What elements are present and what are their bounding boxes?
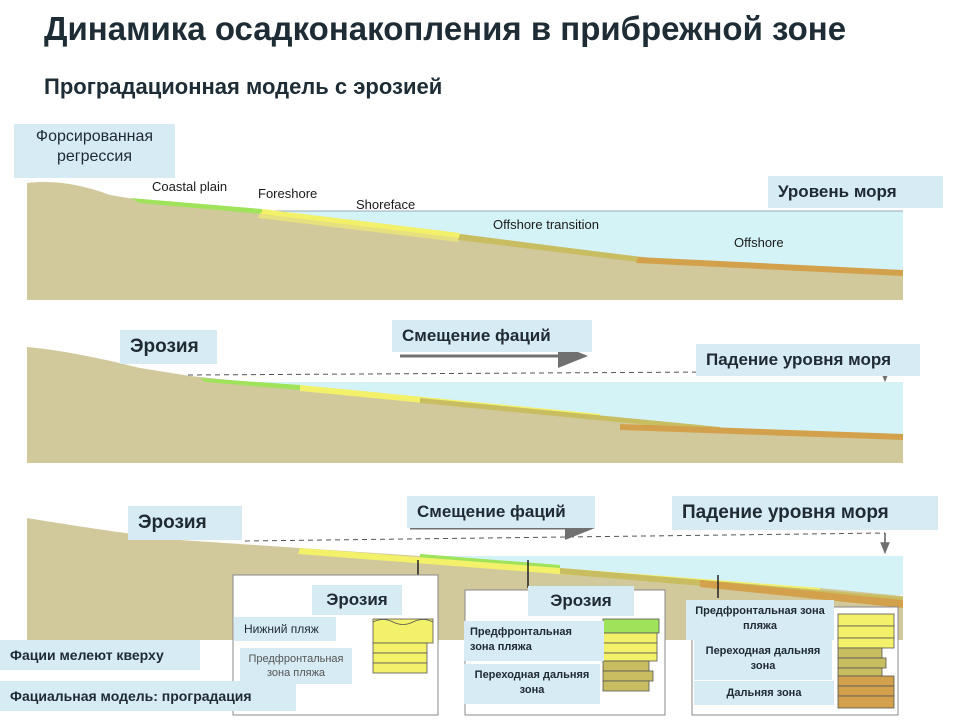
panel-3-erosion-label: Эрозия [128,506,242,540]
panel-2-land [27,347,903,463]
inset-1-erosion-label: Эрозия [312,585,402,615]
panel-2-khaki-band [420,398,720,432]
panel-2-facies-shift-label: Смещение фаций [392,320,592,352]
stratigraphic-column-1 [372,618,434,674]
stratigraphic-column-2 [602,618,660,692]
stratigraphic-column-3 [837,613,895,709]
panel-3-orange-band [700,580,903,608]
panel-1-label-offshore-transition: Offshore transition [493,217,599,232]
panel-1-cross-section: Coastal plain Foreshore Shoreface Offsho… [27,179,903,300]
page-subtitle: Проградационная модель с эрозией [44,74,443,99]
inset-1-pre-foreshore-label: Предфронтальная зона пляжа [240,648,352,684]
panel-2-cross-section [27,344,903,463]
panel-3-old-sea-level [244,532,886,542]
forced-regression-label: Форсированная регрессия [14,124,175,178]
panel-1-offshore-band [636,257,903,276]
coarsening-up-note: Фации мелеют кверху [0,640,200,670]
panel-3-facies-shift-label: Смещение фаций [407,496,595,528]
panel-1-label-coastal-plain: Coastal plain [152,179,227,194]
lower-beach-label: Нижний пляж [234,617,336,641]
panel-1-shoreface-band [258,212,460,242]
panel-1-label-offshore: Offshore [734,235,784,250]
panel-2-orange-band [620,424,903,440]
inset-3-offshore-zone-label: Дальняя зона [694,681,834,705]
inset-2-erosion-label: Эрозия [528,586,634,616]
panel-2-green-band [200,378,300,390]
panel-1-coastal-plain-band [130,198,262,214]
sea-level-label: Уровень моря [768,176,943,208]
inset-3-pre-foreshore-label: Предфронтальная зона пляжа [686,600,834,640]
panel-1-label-foreshore: Foreshore [258,186,317,201]
panel-2-erosion-label: Эрозия [120,330,217,364]
inset-2-pre-foreshore-label: Предфронтальная зона пляжа [464,621,604,661]
panel-2-sea-level-fall-label: Падение уровня моря [696,344,920,376]
inset-2-transitional-offshore-label: Переходная дальняя зона [464,664,600,704]
inset-3-transitional-offshore-label: Переходная дальняя зона [694,640,832,680]
panel-3-sea-level-fall-label: Падение уровня моря [672,496,938,530]
panel-1-label-shoreface: Shoreface [356,197,415,212]
panel-1-offshore-transition-band [458,234,640,262]
page-title: Динамика осадконакопления в прибрежной з… [44,10,847,47]
facies-model-note: Фациальная модель: проградация [0,681,296,711]
